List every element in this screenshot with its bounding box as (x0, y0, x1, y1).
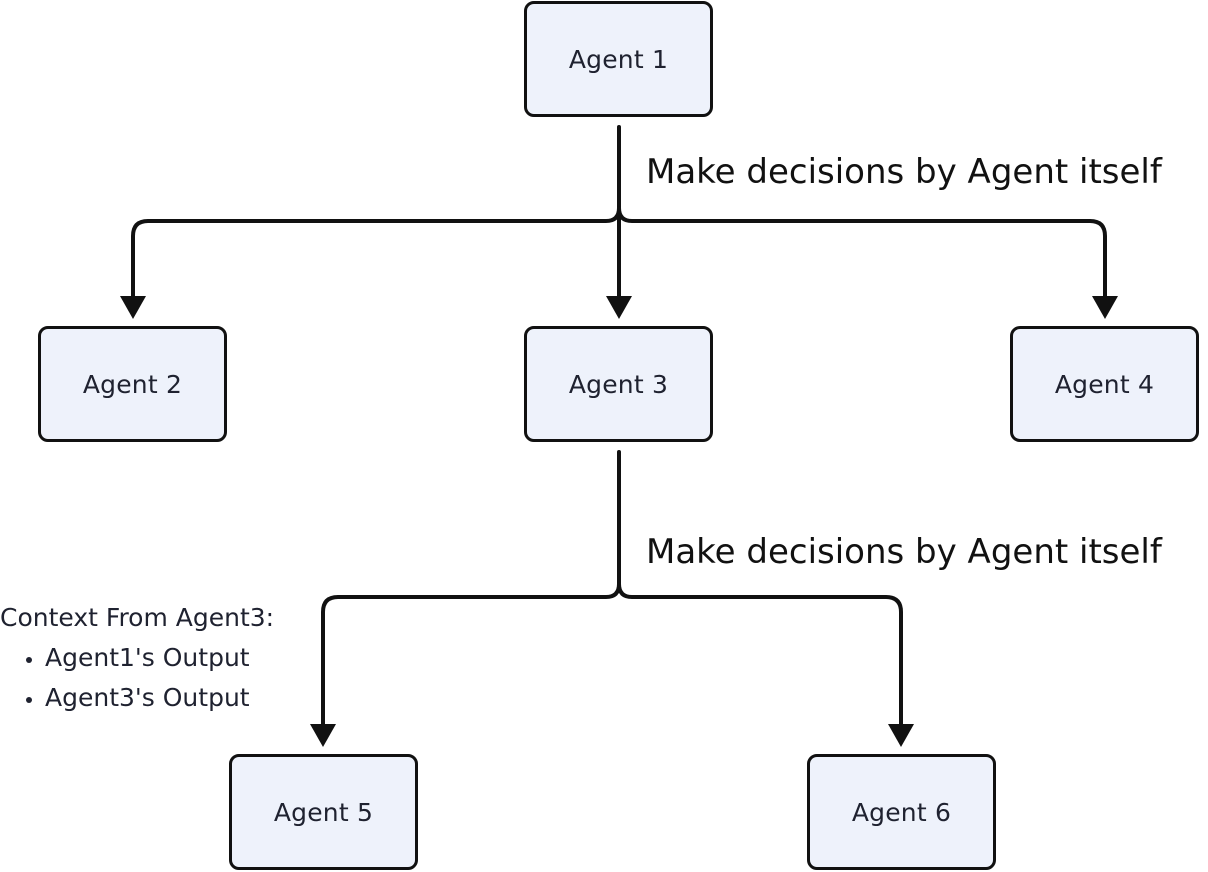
arrowhead-agent4 (1092, 296, 1118, 319)
agent-6-node: Agent 6 (807, 754, 996, 870)
context-note-list: Agent1's Output Agent3's Output (0, 638, 274, 718)
branch-to-agent2 (131, 206, 621, 298)
arrowhead-agent5 (310, 724, 336, 747)
context-note-item: Agent3's Output (45, 678, 274, 718)
context-note-title: Context From Agent3: (0, 603, 275, 632)
branch-to-agent6 (617, 582, 903, 726)
context-note: Context From Agent3: Agent1's Output Age… (0, 598, 274, 718)
arrowhead-agent3 (606, 296, 632, 319)
arrowhead-agent6 (888, 724, 914, 747)
agent-1-node: Agent 1 (524, 1, 713, 117)
agent-2-node: Agent 2 (38, 326, 227, 442)
agent-3-node: Agent 3 (524, 326, 713, 442)
agent-5-node: Agent 5 (229, 754, 418, 870)
branch-to-agent5 (321, 582, 621, 726)
context-note-item: Agent1's Output (45, 638, 274, 678)
top-edge-label: Make decisions by Agent itself (646, 152, 1162, 192)
branch-to-agent4 (617, 206, 1107, 298)
arrowhead-agent2 (120, 296, 146, 319)
agent-4-node: Agent 4 (1010, 326, 1199, 442)
bottom-edge-label: Make decisions by Agent itself (646, 532, 1162, 572)
